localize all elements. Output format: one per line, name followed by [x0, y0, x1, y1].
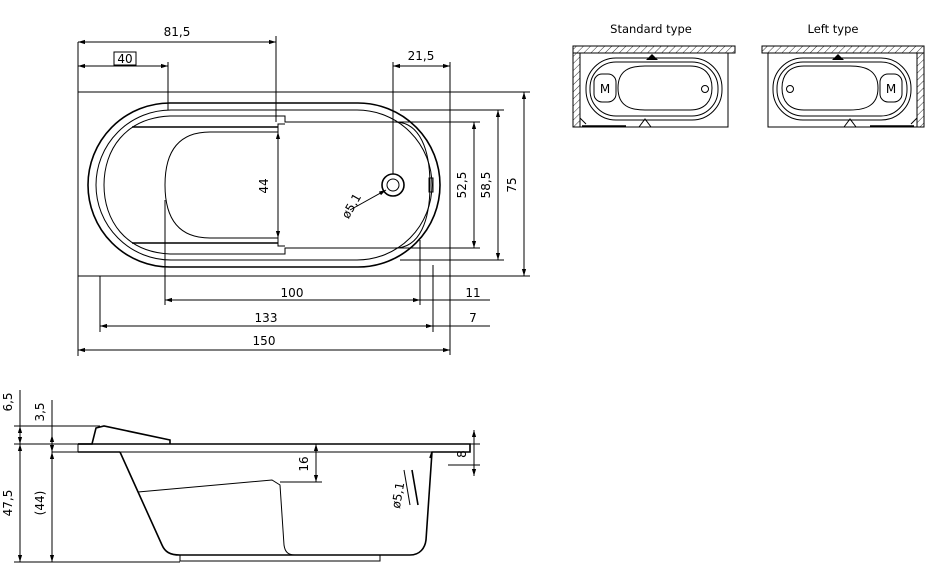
left-tub-rim: [767, 52, 918, 128]
dim-21-5: 21,5: [408, 49, 435, 63]
seat-outline-bottom: [164, 184, 285, 247]
left-wall-right: [916, 52, 925, 128]
side-view: 6,5 3,5 47,5 (44) 16 8 ø5,1: [1, 390, 480, 563]
dim-3-5: 3,5: [33, 402, 47, 421]
left-floor: [781, 65, 879, 111]
dim-58-5: 58,5: [479, 172, 493, 199]
dim-100: 100: [281, 286, 304, 300]
dim-150: 150: [253, 334, 276, 348]
dim-133: 133: [255, 311, 278, 325]
dim-40-box: [113, 51, 137, 66]
standard-type-view: Standard type M: [572, 22, 736, 128]
dim-47-5: 47,5: [1, 490, 15, 517]
side-drain: [411, 469, 419, 506]
basin-floor-outline: [103, 115, 431, 255]
overflow: [428, 177, 434, 193]
drain-inner: [386, 178, 400, 192]
left-drain-icon: [786, 85, 794, 93]
headrest: [78, 425, 171, 445]
dim-side-drain-dia: ø5,1: [389, 481, 407, 509]
std-floor: [617, 65, 713, 111]
std-drain-icon: [701, 85, 709, 93]
top-dimensions: 81,5 40 21,5 44 52,5 58,5: [77, 25, 530, 356]
left-type-title: Left type: [808, 22, 859, 36]
basin-outer-outline: [87, 102, 441, 268]
dim-drain-dia: ø5,1: [339, 191, 364, 221]
dim-11: 11: [465, 286, 480, 300]
top-view: 81,5 40 21,5 44 52,5 58,5: [77, 25, 530, 356]
side-dimensions: 6,5 3,5 47,5 (44) 16 8 ø5,1: [1, 390, 480, 563]
left-type-view: Left type M: [761, 22, 925, 128]
std-basin-inner: [589, 61, 719, 117]
std-motor-label: M: [600, 82, 610, 96]
left-motor-box: [879, 73, 903, 103]
tub-outer-rim: [77, 91, 451, 277]
drain-outer: [381, 173, 405, 197]
std-tub-rim: [579, 52, 729, 128]
std-bottom-marker-icon: [638, 118, 652, 128]
standard-type-title: Standard type: [610, 22, 692, 36]
dim-7: 7: [469, 311, 477, 325]
left-top-marker-icon: [832, 54, 844, 60]
side-rim: [78, 443, 471, 459]
left-basin-inner: [776, 61, 908, 117]
left-bottom-marker-icon: [843, 118, 857, 128]
dim-81-5: 81,5: [164, 25, 191, 39]
dim-44: 44: [257, 178, 271, 193]
seat-outline-top: [164, 123, 285, 186]
dim-52-5: 52,5: [455, 172, 469, 199]
support-foot: [179, 554, 381, 562]
dim-40: 40: [117, 52, 132, 66]
basin-inner-outline: [95, 109, 433, 261]
std-motor-box: [593, 73, 617, 103]
dim-44-ref: (44): [33, 491, 47, 516]
std-top-marker-icon: [646, 54, 658, 60]
dim-16: 16: [297, 456, 311, 471]
std-wall-left: [572, 52, 581, 128]
dim-8: 8: [455, 450, 469, 458]
basin-body: [119, 451, 433, 556]
left-motor-label: M: [886, 82, 896, 96]
dim-75: 75: [505, 177, 519, 192]
left-wall-top: [761, 45, 925, 54]
dim-6-5: 6,5: [1, 392, 15, 411]
std-wall-top: [572, 45, 736, 54]
